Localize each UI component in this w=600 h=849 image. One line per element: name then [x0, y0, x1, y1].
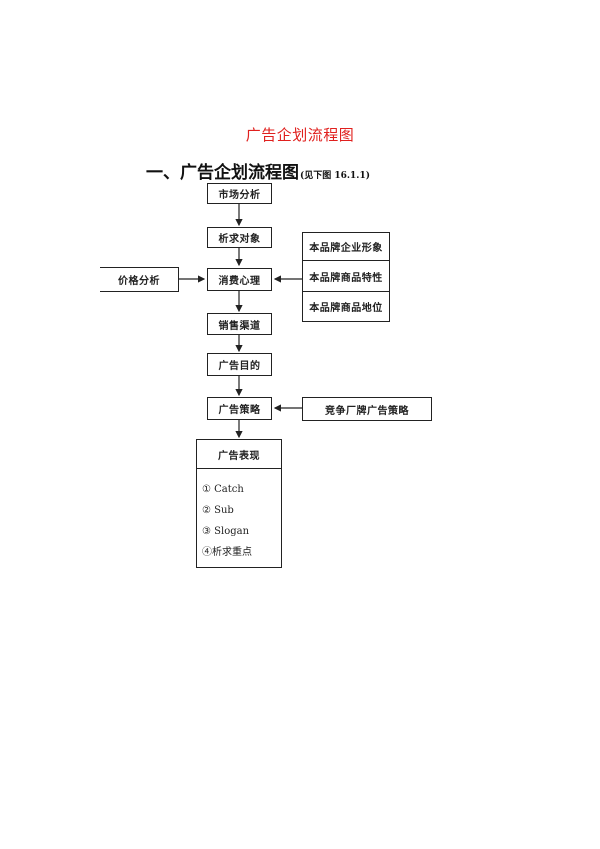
- brand-input-position: 本品牌商品地位: [309, 303, 383, 314]
- ad-expression-item: ② Sub: [202, 505, 234, 516]
- step-consumer-psychology: 消费心理: [207, 268, 272, 291]
- step-ad-strategy: 广告策略: [207, 397, 272, 420]
- ad-expression-item: ③ Slogan: [202, 526, 250, 537]
- brand-input-image: 本品牌企业形象: [303, 233, 389, 261]
- input-price-analysis: 价格分析: [100, 267, 179, 292]
- step-ad-objective: 广告目的: [207, 353, 272, 376]
- section-heading: 一、广告企划流程图(见下图 16.1.1): [146, 158, 370, 183]
- ad-expression-item: ① Catch: [202, 484, 244, 495]
- ad-expression-box: 广告表现 ① Catch ② Sub ③ Slogan ④析求重点: [196, 439, 282, 568]
- ad-expression-list: ① Catch ② Sub ③ Slogan ④析求重点: [197, 469, 281, 563]
- step-target-audience: 析求对象: [207, 227, 272, 248]
- figure-reference: (见下图 16.1.1): [300, 171, 370, 181]
- document-title: 广告企划流程图: [245, 126, 355, 144]
- ad-expression-header: 广告表现: [197, 440, 281, 469]
- ad-expression-item: ④析求重点: [202, 547, 252, 558]
- brand-inputs-group: 本品牌企业形象 本品牌商品特性 本品牌商品地位: [302, 232, 390, 322]
- step-market-analysis: 市场分析: [207, 183, 272, 204]
- input-competitor-strategy: 竞争厂牌广告策略: [302, 397, 432, 421]
- brand-input-features: 本品牌商品特性: [303, 261, 389, 292]
- step-sales-channel: 销售渠道: [207, 313, 272, 335]
- section-heading-text: 一、广告企划流程图: [146, 163, 299, 183]
